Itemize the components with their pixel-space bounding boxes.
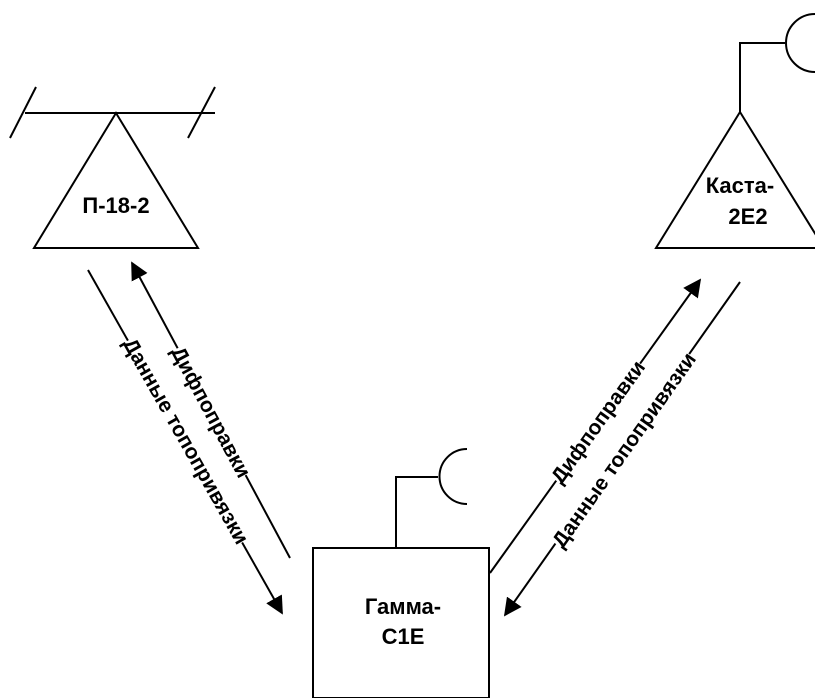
kasta-triangle: [654, 110, 815, 249]
gamma-label-line2: С1Е: [382, 624, 425, 649]
kasta-radar-node: Каста- 2Е2: [654, 13, 815, 249]
link-left-topo-label-bg: [117, 333, 255, 549]
gamma-antenna-mast: [395, 476, 438, 548]
gamma-dish-icon: [438, 448, 468, 505]
p18-label: П-18-2: [82, 193, 149, 218]
link-left-topo: Данные топопривязки: [87, 269, 283, 615]
p18-radar-node: П-18-2: [9, 86, 216, 249]
link-right-topo-label-bg: [546, 347, 702, 553]
p18-antenna-right-tip: [187, 86, 216, 139]
gamma-label-line1: Гамма-: [365, 594, 441, 619]
link-right-dif: Дифпоправки: [489, 278, 702, 574]
link-right-topo: Данные топопривязки: [503, 281, 741, 617]
kasta-antenna-mast: [739, 42, 785, 112]
link-right-dif-label-bg: [545, 355, 651, 489]
gamma-box: [312, 547, 490, 698]
p18-triangle: [32, 111, 200, 249]
kasta-dish-icon: [785, 13, 815, 73]
kasta-label-line1: Каста-: [706, 173, 775, 198]
link-left-dif-label-bg: [165, 342, 257, 482]
p18-antenna-left-tip: [9, 86, 37, 139]
gamma-station-node: Гамма- С1Е: [312, 448, 490, 698]
kasta-label-line2: 2Е2: [728, 204, 767, 229]
